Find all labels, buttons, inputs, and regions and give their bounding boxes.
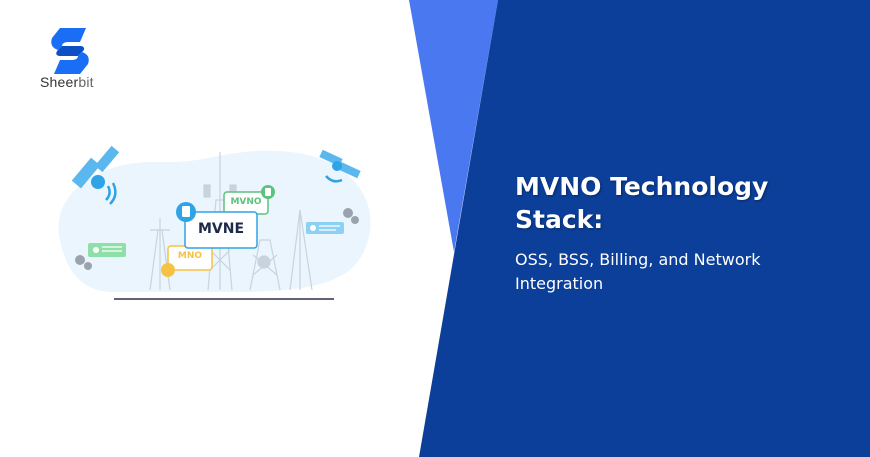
satellite-left-icon — [71, 145, 120, 205]
page-subtitle: OSS, BSS, Billing, and Network Integrati… — [515, 250, 761, 293]
light-blue-triangle — [409, 0, 498, 252]
mvne-box — [184, 211, 258, 249]
sheerbit-logo-icon — [51, 28, 89, 74]
mno-label: MNO — [177, 251, 203, 261]
chat-bubble-blue-icon — [306, 222, 344, 234]
dark-blue-panel — [419, 0, 870, 457]
chat-bubble-green-icon — [88, 243, 126, 257]
mvne-label: MVNE — [197, 221, 245, 237]
brand-logo[interactable]: Sheerbit — [38, 28, 102, 92]
mvno-label: MVNO — [230, 197, 262, 207]
brand-name: Sheerbit — [40, 74, 94, 90]
satellite-right-icon — [319, 149, 361, 183]
gear-icon — [75, 208, 359, 270]
mvno-illustration: MVNO MNO MVNE — [50, 140, 380, 310]
page-title: MVNO Technology Stack: — [515, 172, 769, 234]
